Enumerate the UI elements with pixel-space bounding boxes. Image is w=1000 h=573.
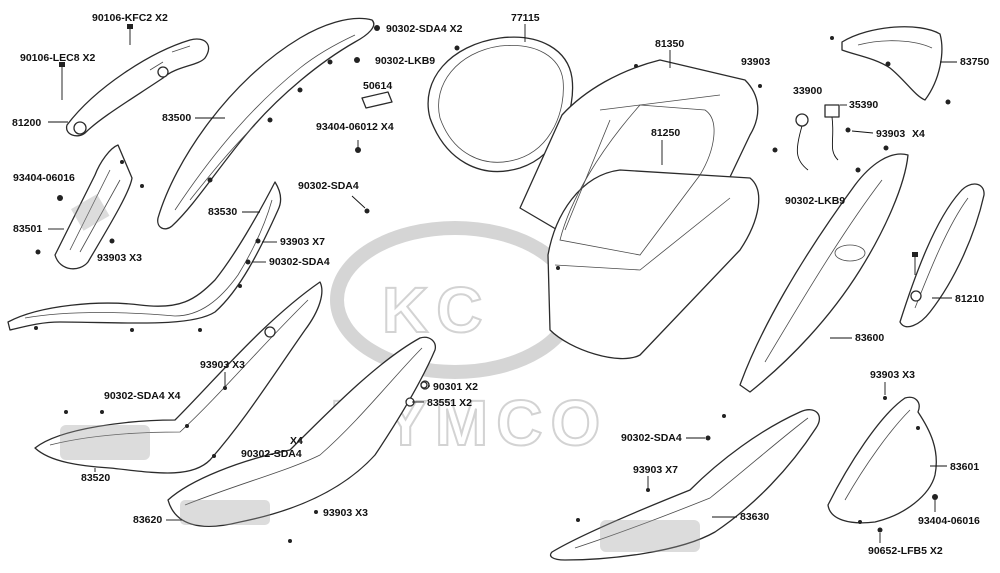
callout-labels: 90106-KFC2 X2 90106-LEC8 X2 81200 93404-… (12, 12, 989, 557)
label-83520: 83520 (81, 472, 110, 484)
label-90301: 90301 X2 (433, 381, 478, 393)
part-83501-small-cover (35, 144, 144, 270)
label-93903-x3-left: 93903 X3 (97, 252, 142, 264)
part-83620-lower-side-center (167, 336, 436, 543)
screw-misc (364, 208, 370, 214)
label-83600: 83600 (855, 332, 884, 344)
screw-misc (245, 259, 251, 265)
part-83601-small-cover-right (827, 396, 938, 533)
label-83750: 83750 (960, 56, 989, 68)
part-81210-grab-rail-right (899, 183, 985, 328)
label-83620: 83620 (133, 514, 162, 526)
part-83630-lower-side-right (549, 409, 821, 561)
label-93903-x3-mid: 93903 X3 (200, 359, 245, 371)
label-83500: 83500 (162, 112, 191, 124)
label-93903-top: 93903 (741, 56, 770, 68)
label-90302-sda4-x4-left: 90302-SDA4 X4 (104, 390, 181, 402)
screw-misc (255, 238, 261, 244)
label-90302-sda4-x2-top: 90302-SDA4 X2 (386, 23, 463, 35)
label-93903-x3-right: 93903 X3 (870, 369, 915, 381)
label-81350: 81350 (655, 38, 684, 50)
part-81200-grab-rail-left (59, 24, 210, 137)
screw-misc (722, 414, 726, 418)
part-50614-clip (355, 91, 393, 153)
screw-misc (223, 386, 227, 390)
watermark-logo-letters: KC (382, 274, 490, 346)
label-x4-mid: X4 (290, 435, 303, 447)
part-33900-35390-wiring (795, 104, 861, 173)
label-93404-06016-left: 93404-06016 (13, 172, 75, 184)
label-90302-lkb9-right: 90302-LKB9 (785, 195, 845, 207)
label-81250: 81250 (651, 127, 680, 139)
label-93404-06016-right: 93404-06016 (918, 515, 980, 527)
part-83600-side-cover-right (739, 145, 909, 393)
label-90302-sda4-mid: 90302-SDA4 (298, 180, 359, 192)
label-90302-sda4-right: 90302-SDA4 (621, 432, 682, 444)
part-83500-side-cover-rail (157, 17, 375, 230)
part-77115-seal (427, 36, 574, 173)
label-50614: 50614 (363, 80, 392, 92)
label-93903-x7-mid: 93903 X7 (280, 236, 325, 248)
label-33900: 33900 (793, 85, 822, 97)
label-90106-kfc2: 90106-KFC2 X2 (92, 12, 168, 24)
label-90302-sda4-mid2: 90302-SDA4 (269, 256, 330, 268)
screw-90302-lkb9 (354, 57, 360, 63)
screw-misc (314, 510, 318, 514)
label-83501: 83501 (13, 223, 42, 235)
label-x4: X4 (912, 128, 925, 140)
screw-90302-sda4 (374, 25, 380, 31)
label-77115: 77115 (511, 12, 540, 24)
part-83750-rear-cover (830, 26, 951, 105)
label-90302-sda4-x4-mid: 90302-SDA4 (241, 448, 302, 460)
label-35390: 35390 (849, 99, 878, 111)
part-81350-luggage-box (519, 59, 778, 360)
screw-small (454, 45, 460, 51)
washer-90301 (420, 381, 428, 389)
label-93903-x7-right: 93903 X7 (633, 464, 678, 476)
label-83551: 83551 X2 (427, 397, 472, 409)
label-90652-lfb5: 90652-LFB5 X2 (868, 545, 943, 557)
part-83530-lower-rail (7, 181, 282, 332)
label-93903-x3-bottom: 93903 X3 (323, 507, 368, 519)
label-83601: 83601 (950, 461, 979, 473)
label-81200: 81200 (12, 117, 41, 129)
label-83630: 83630 (740, 511, 769, 523)
part-83520-floor-side (34, 281, 323, 474)
label-93404-06012: 93404-06012 X4 (316, 121, 394, 133)
label-83530: 83530 (208, 206, 237, 218)
label-93903-x4: 93903 (876, 128, 905, 140)
label-90302-lkb9-top: 90302-LKB9 (375, 55, 435, 67)
label-81210: 81210 (955, 293, 984, 305)
label-90106-lec8: 90106-LEC8 X2 (20, 52, 95, 64)
